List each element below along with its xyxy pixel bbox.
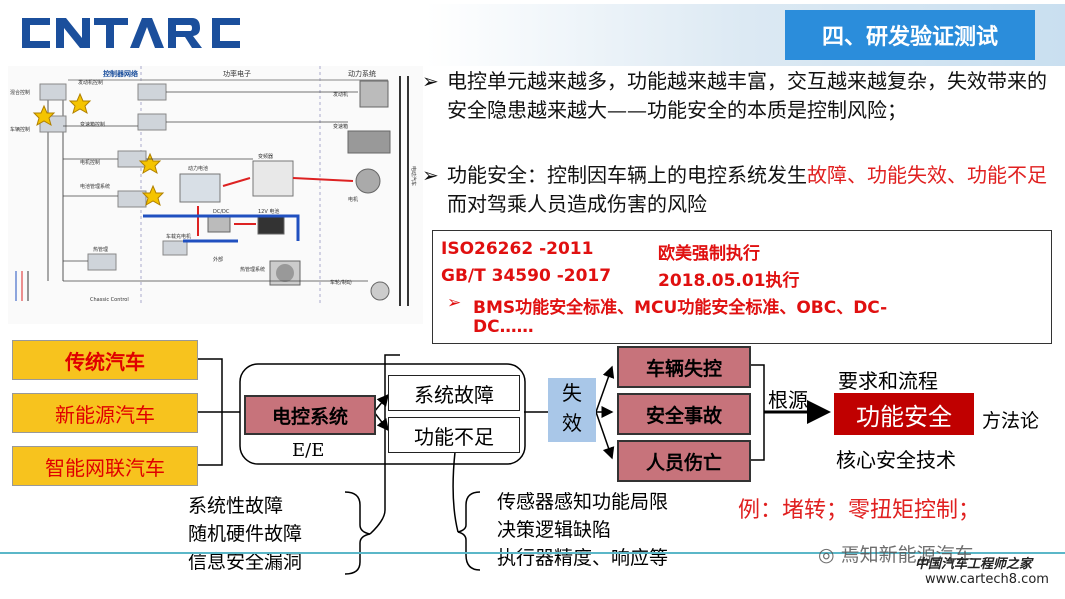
- diagram-label: Chassic Control: [90, 297, 129, 303]
- site-watermark-url: www.cartech8.com: [925, 572, 1049, 587]
- standard-list: DC……: [473, 317, 534, 337]
- standard-name: ISO26262 -2011: [441, 239, 594, 259]
- diagram-label: 车载充电机: [166, 233, 191, 240]
- standards-box: ISO26262 -2011 欧美强制执行 GB/T 34590 -2017 2…: [432, 230, 1052, 344]
- root-cause-label: 根源: [768, 388, 808, 412]
- footer-line: [0, 552, 1065, 554]
- diagram-label: 变速箱控制: [80, 121, 105, 128]
- failure-label: 失 效: [548, 378, 596, 442]
- vehicle-type-traditional: 传统汽车: [12, 340, 198, 380]
- result-accident: 安全事故: [617, 393, 751, 435]
- diagram-label: 热管理: [93, 246, 108, 253]
- diagram-label: DC/DC: [213, 209, 230, 215]
- diagram-header: 控制器网络: [103, 69, 138, 78]
- standard-list: BMS功能安全标准、MCU功能安全标准、OBC、DC-: [473, 298, 888, 318]
- site-watermark-cn: 中国汽车工程师之家: [915, 557, 1033, 572]
- list-item: 系统性故障: [188, 495, 284, 517]
- standard-note: 2018.05.01执行: [658, 271, 800, 291]
- requirements-label: 要求和流程: [838, 369, 938, 393]
- failure-char: 失: [562, 381, 582, 405]
- standard-note: 欧美强制执行: [658, 244, 760, 264]
- bullet-1: ➢ 电控单元越来越多，功能越来越丰富，交互越来越复杂，失效带来的安全隐患越来越大…: [422, 67, 1052, 125]
- diagram-label: 发动机控制: [78, 79, 103, 86]
- diagram-header: 功率电子: [223, 69, 251, 78]
- result-loss-of-control: 车辆失控: [617, 346, 751, 388]
- list-item: 执行器精度、响应等: [497, 547, 669, 569]
- bullet-text: 功能安全：控制因车辆上的电控系统发生: [447, 163, 807, 187]
- system-fault-box: 系统故障: [388, 375, 520, 411]
- diagram-label: 热管理系统: [240, 266, 265, 273]
- diagram-label: 变速箱: [333, 123, 348, 130]
- diagram-label: 车辆控制: [10, 126, 30, 133]
- diagram-label: 电机: [348, 196, 358, 203]
- diagram-label: 混合控制: [10, 89, 30, 96]
- bullet-text: 电控单元越来越多，功能越来越丰富，交互越来越复杂，失效带来的安全隐患越来越大——…: [447, 69, 1047, 122]
- cnarc-logo: [22, 18, 240, 48]
- ee-architecture-diagram: 控制器网络 功率电子 动力系统: [8, 66, 423, 324]
- diagram-label: 12V 电池: [258, 208, 279, 215]
- methodology-label: 方法论: [982, 410, 1040, 432]
- failure-char: 效: [562, 411, 582, 435]
- standard-name: GB/T 34590 -2017: [441, 266, 612, 286]
- bullet-highlight: 故障、功能失效、功能不足: [807, 163, 1047, 187]
- list-item: 随机硬件故障: [188, 523, 303, 545]
- list-item: 信息安全漏洞: [188, 551, 303, 573]
- diagram-label: 电动汽车: [410, 166, 417, 186]
- example-note: 例：堵转；零扭矩控制；: [738, 498, 981, 523]
- diagram-label: 外部: [213, 256, 223, 263]
- ee-label: E/E: [292, 440, 325, 461]
- diagram-header: 动力系统: [348, 69, 376, 78]
- ecu-system-box: 电控系统: [244, 395, 376, 435]
- vehicle-type-connected: 智能网联汽车: [12, 446, 198, 486]
- insufficiency-type-list: 传感器感知功能局限 决策逻辑缺陷 执行器精度、响应等: [497, 488, 668, 572]
- diagram-label: 变频器: [258, 153, 273, 160]
- diagram-label: 车轮/制动: [330, 279, 352, 286]
- list-item: 传感器感知功能局限: [497, 491, 669, 513]
- diagram-label: 电机控制: [80, 159, 100, 166]
- core-tech-label: 核心安全技术: [836, 448, 956, 472]
- vehicle-type-nev: 新能源汽车: [12, 393, 198, 433]
- bullet-2: ➢ 功能安全：控制因车辆上的电控系统发生故障、功能失效、功能不足而对驾乘人员造成…: [422, 161, 1052, 219]
- diagram-label: 动力电池: [188, 165, 208, 172]
- watermark-text: 焉知新能源汽车: [840, 544, 974, 566]
- bullet-arrow-icon: ➢: [447, 293, 462, 313]
- flow-connectors: [196, 354, 831, 575]
- bullet-arrow-icon: ➢: [422, 163, 439, 187]
- result-casualty: 人员伤亡: [617, 440, 751, 482]
- slide-title: 四、研发验证测试: [785, 10, 1035, 60]
- bullet-text: 而对驾乘人员造成伤害的风险: [447, 192, 707, 216]
- diagram-label: 发动机: [333, 91, 348, 98]
- list-item: 决策逻辑缺陷: [497, 519, 612, 541]
- wechat-watermark: ◎ 焉知新能源汽车: [818, 540, 974, 567]
- function-insufficiency-box: 功能不足: [388, 417, 520, 453]
- functional-safety-box: 功能安全: [834, 393, 974, 435]
- bullet-arrow-icon: ➢: [422, 69, 439, 93]
- fault-type-list: 系统性故障 随机硬件故障 信息安全漏洞: [188, 492, 302, 576]
- wechat-icon: ◎: [818, 544, 835, 566]
- diagram-label: 电池管理系统: [80, 183, 110, 190]
